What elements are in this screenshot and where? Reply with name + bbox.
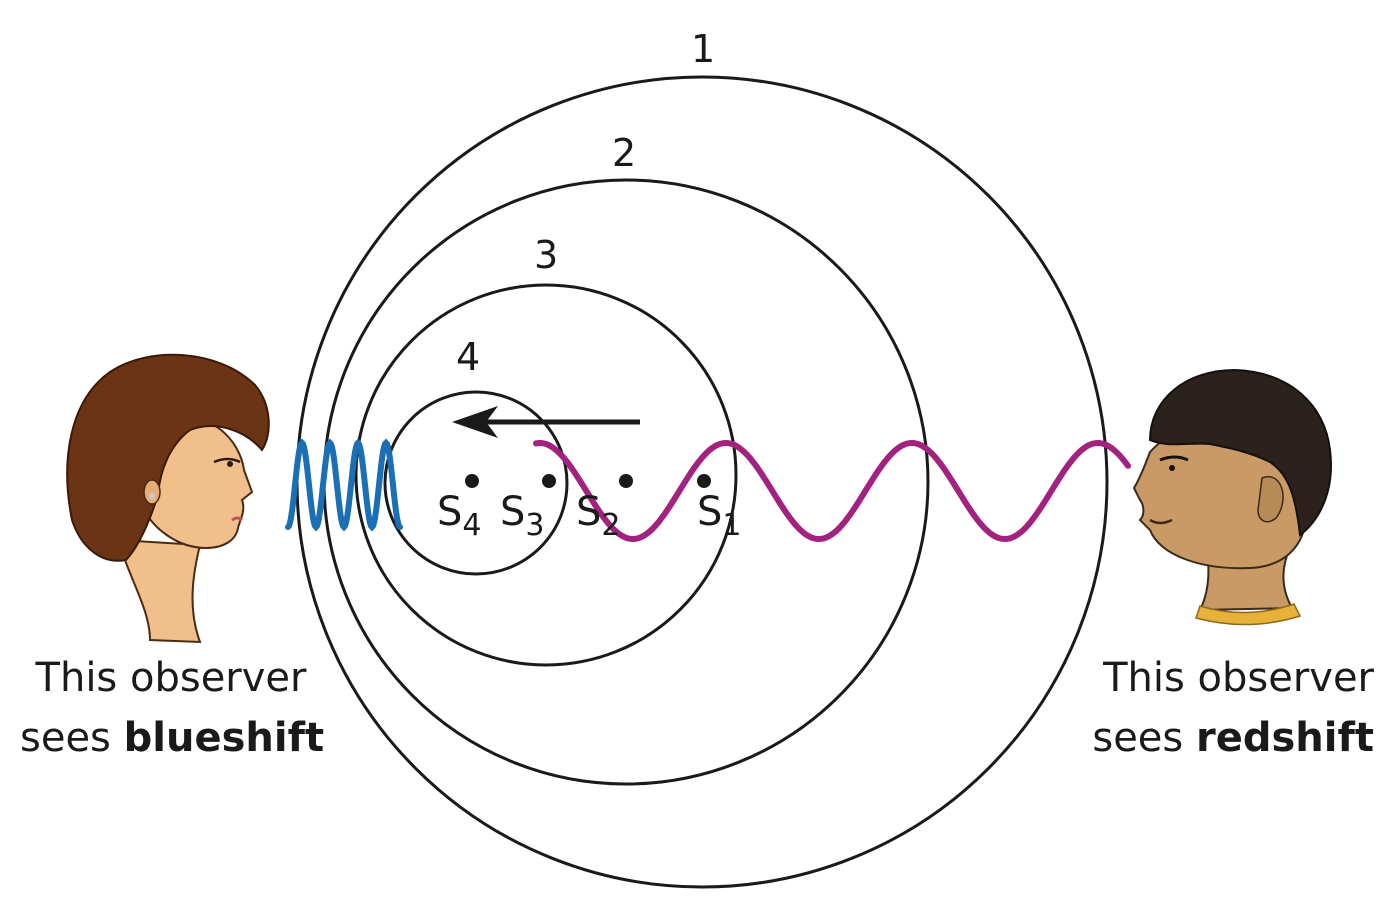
wavefront-label-1: 1	[691, 27, 715, 71]
blueshift-caption-bold: blueshift	[123, 715, 325, 761]
wavefront-circle-3	[354, 283, 738, 667]
redshift-caption: This observer sees redshift	[1088, 648, 1374, 768]
motion-arrow-icon	[452, 406, 640, 438]
redshift-wave	[533, 439, 1131, 542]
source-dot-s3	[542, 474, 556, 488]
blueshift-caption: This observer sees blueshift	[20, 648, 325, 768]
wavefront-label-3: 3	[534, 233, 558, 277]
source-dot-s1	[697, 474, 711, 488]
redshift-caption-prefix: sees	[1092, 715, 1196, 761]
blueshift-caption-prefix: sees	[20, 715, 124, 761]
source-label-s3: S3	[500, 489, 544, 543]
wavefront-label-2: 2	[612, 131, 636, 175]
source-label-s2: S2	[576, 489, 620, 543]
wavefront-circle-4	[383, 390, 569, 576]
redshift-caption-line1: This observer	[1103, 655, 1374, 701]
redshift-caption-line2: sees redshift	[1088, 708, 1374, 768]
source-label-s4: S4	[437, 489, 481, 543]
source-dot-s2	[619, 474, 633, 488]
source-label-s1: S1	[697, 489, 741, 543]
redshift-caption-bold: redshift	[1195, 715, 1374, 761]
source-dot-s4	[465, 474, 479, 488]
blueshift-caption-line2: sees blueshift	[20, 708, 325, 768]
woman-observer-illustration	[66, 353, 270, 644]
blueshift-caption-line1: This observer	[35, 655, 307, 701]
blueshift-wave	[285, 438, 403, 532]
man-observer-illustration	[1132, 368, 1332, 626]
wavefront-label-4: 4	[456, 335, 480, 379]
